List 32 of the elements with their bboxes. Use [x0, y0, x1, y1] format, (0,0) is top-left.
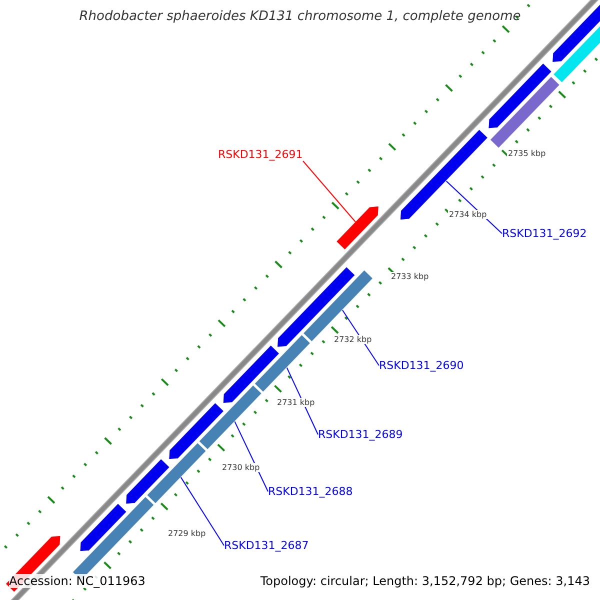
gene-label: RSKD131_2690 [379, 359, 464, 372]
scale-label: 2729 kbp [167, 529, 207, 538]
scale-label: 2730 kbp [221, 463, 261, 472]
gene-feature [80, 503, 128, 552]
gene-feature [125, 458, 170, 504]
scale-label: 2731 kbp [276, 398, 316, 407]
gene-label: RSKD131_2691 [218, 148, 303, 161]
scale-label: 2732 kbp [333, 335, 373, 344]
gene-segment [198, 384, 262, 450]
title: Rhodobacter sphaeroides KD131 chromosome 1, complete genome [78, 9, 522, 24]
gene-segment [302, 270, 374, 342]
gene-label: RSKD131_2688 [268, 485, 353, 498]
leader-line [180, 476, 224, 546]
gene-label: RSKD131_2692 [502, 227, 587, 240]
gene-feature [400, 128, 488, 220]
accession-text: Accession: NC_011963 [9, 574, 146, 588]
scale-label: 2735 kbp [507, 149, 547, 158]
gene-label: RSKD131_2687 [224, 539, 309, 552]
leader-line [286, 367, 318, 435]
gene-segment [490, 76, 560, 149]
leader-line [302, 160, 356, 222]
gene-feature [276, 266, 356, 348]
gene-segment [254, 334, 311, 392]
scale-label: 2734 kbp [448, 210, 488, 219]
gene-feature [488, 62, 552, 129]
leader-line [234, 421, 268, 492]
scale-label: 2733 kbp [390, 272, 430, 281]
gene-feature [168, 402, 224, 460]
genome-stats-text: Topology: circular; Length: 3,152,792 bp; Genes: 3,143 [260, 574, 590, 588]
gene-segment [146, 442, 207, 504]
gene-label: RSKD131_2689 [318, 428, 403, 441]
gene-feature [336, 206, 380, 250]
